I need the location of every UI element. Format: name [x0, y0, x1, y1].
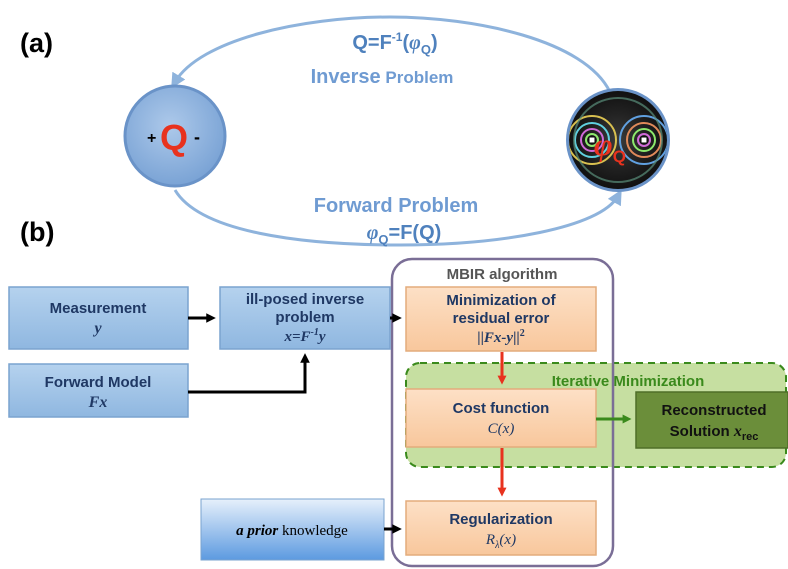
ill-posed-eq-pre: x=F	[283, 329, 310, 345]
measurement-symbol: y	[92, 320, 102, 337]
reconstructed-sub: rec	[742, 431, 759, 443]
reconstructed-solution-word: Solution	[670, 423, 734, 440]
inverse-formula-sub: Q	[421, 42, 431, 57]
inverse-title-word1: Inverse	[311, 66, 381, 88]
prior-rest: knowledge	[278, 523, 348, 539]
phase-map-disk	[569, 91, 667, 189]
reg-sub: λ	[494, 540, 500, 551]
cost-function-title: Cost function	[453, 400, 550, 417]
charge-minus: -	[194, 127, 200, 147]
reconstructed-box	[635, 391, 788, 449]
charge-letter: Q	[160, 117, 188, 158]
minimization-line1: Minimization of	[446, 292, 556, 309]
ill-posed-eq-post: y	[317, 329, 326, 345]
measurement-title: Measurement	[50, 300, 147, 317]
prior-knowledge-text: a prior knowledge	[236, 523, 348, 539]
prior-italic: a prior	[236, 523, 278, 539]
forward-problem-title: Forward Problem	[314, 195, 478, 217]
norm-close: ||	[513, 330, 520, 346]
regularization-box	[405, 500, 597, 556]
regularization-title: Regularization	[449, 511, 552, 528]
ill-posed-line2: problem	[275, 309, 334, 326]
arrow-forwardmodel-to-illposed	[188, 353, 310, 394]
charge-node-circle	[123, 84, 227, 188]
inverse-title-word2: Problem	[385, 68, 453, 87]
iterative-title: Iterative Minimization	[552, 373, 705, 390]
phase-label: φQ	[594, 126, 626, 166]
inverse-formula-base: Q=F	[352, 32, 391, 54]
charge-node: + Q -	[123, 84, 227, 188]
phase-dot-right	[640, 136, 648, 144]
regularization-symbol: Rλ(x)	[485, 532, 516, 551]
forward-model-symbol: Fx	[88, 394, 108, 411]
inverse-formula-phi: φ	[409, 32, 421, 54]
inverse-formula-sup: -1	[392, 30, 403, 44]
forward-model-box	[8, 363, 189, 418]
inverse-problem-title: Inverse Problem	[311, 66, 454, 88]
ill-posed-eq-sup: -1	[311, 327, 319, 338]
mbir-title: MBIR algorithm	[447, 266, 558, 283]
minimization-box	[405, 286, 597, 352]
ill-posed-line1: ill-posed inverse	[246, 291, 364, 308]
inverse-cycle-arc	[171, 15, 612, 93]
reconstructed-line1: Reconstructed	[661, 402, 766, 419]
ill-posed-equation: x=F-1y	[283, 327, 325, 345]
measurement-box	[8, 286, 189, 350]
panel-b-label: (b)	[20, 217, 54, 247]
phase-label-phi: φ	[594, 126, 613, 162]
forward-formula-phi: φ	[367, 222, 379, 244]
prior-knowledge-box	[200, 498, 385, 561]
forward-formula: φQ=F(Q)	[367, 222, 442, 247]
norm-open: ||	[477, 330, 484, 346]
minimization-line2: residual error	[453, 310, 550, 327]
inverse-formula: Q=F-1(φQ)	[352, 30, 437, 57]
reg-sym: R	[485, 532, 495, 548]
norm-mid: Fx-y	[483, 330, 514, 346]
phase-label-sub: Q	[613, 147, 626, 166]
phase-dot-left	[588, 136, 596, 144]
forward-model-title: Forward Model	[45, 374, 152, 391]
reconstructed-line2: Solution xrec	[670, 423, 759, 443]
panel-a-label: (a)	[20, 28, 53, 58]
ill-posed-box	[219, 286, 391, 350]
inverse-formula-open: (	[402, 32, 409, 54]
forward-cycle-arc	[173, 189, 622, 247]
minimization-norm: ||Fx-y||2	[477, 328, 524, 346]
cost-function-box	[405, 388, 597, 448]
norm-sup: 2	[520, 328, 525, 339]
forward-formula-rest: =F(Q)	[389, 222, 442, 244]
inverse-formula-close: )	[431, 32, 438, 54]
mbir-group	[390, 257, 615, 568]
reconstructed-x: x	[733, 423, 742, 440]
cost-function-symbol: C(x)	[488, 421, 515, 437]
reg-arg: (x)	[499, 532, 516, 548]
charge-plus: +	[147, 130, 156, 147]
phase-contours	[569, 97, 667, 183]
forward-formula-sub: Q	[378, 232, 388, 247]
phase-map-node: φQ	[566, 88, 670, 192]
